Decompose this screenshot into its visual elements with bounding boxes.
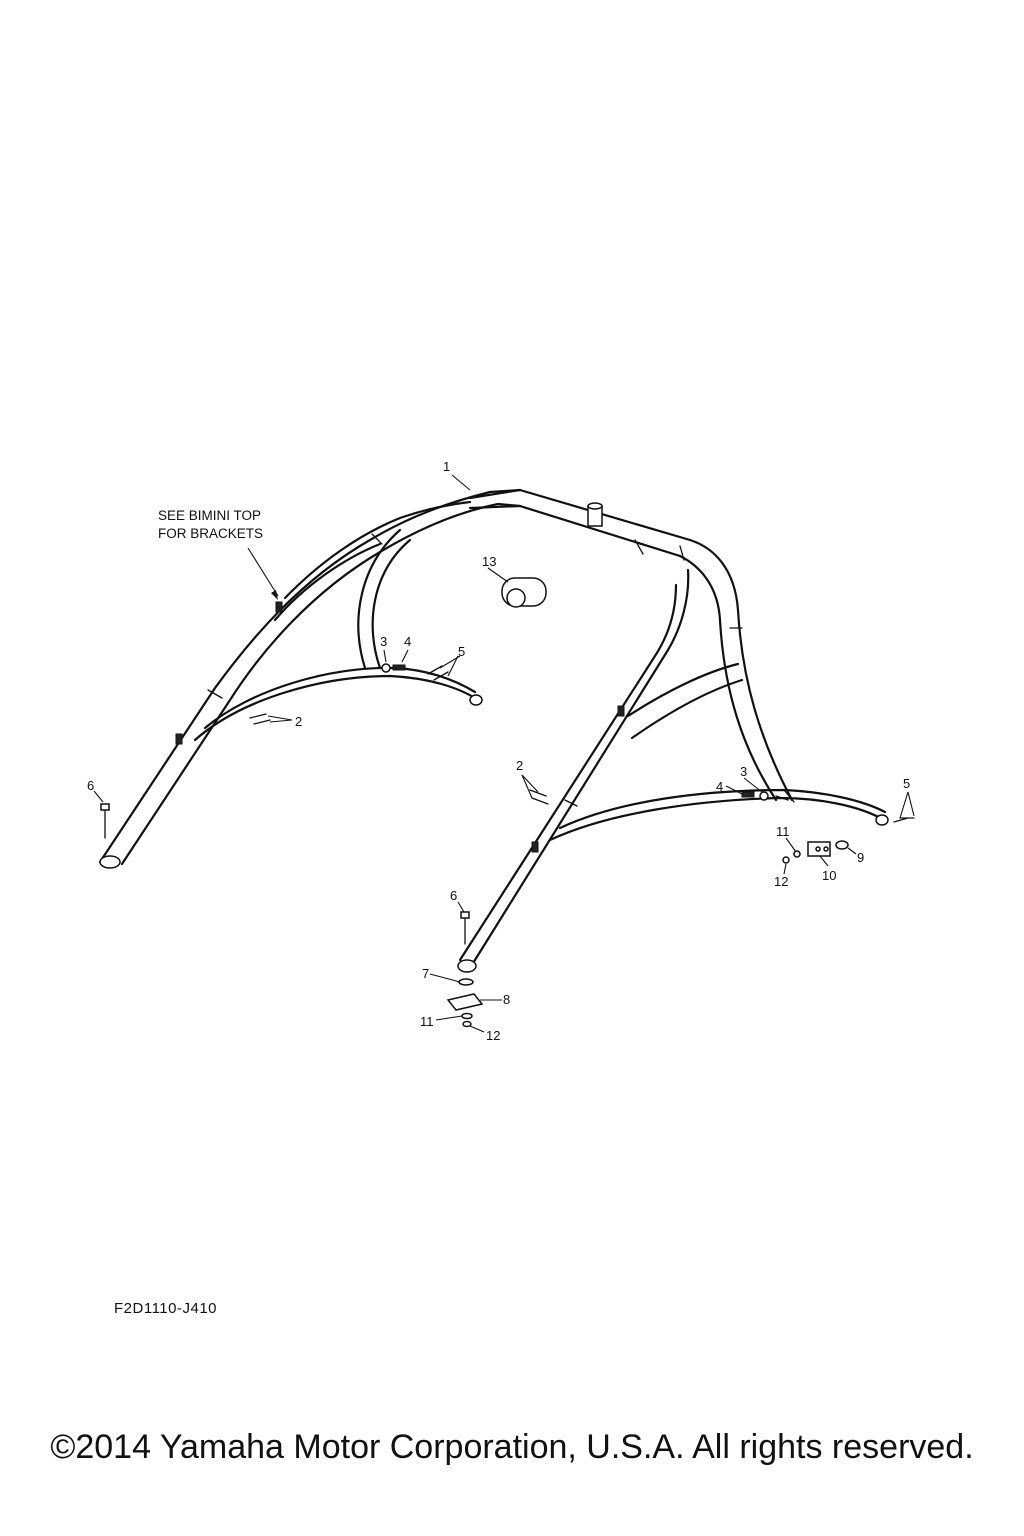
callout-11-center: 11 bbox=[420, 1014, 434, 1029]
copyright-notice: ©2014 Yamaha Motor Corporation, U.S.A. A… bbox=[50, 1428, 974, 1466]
note-line-2: FOR BRACKETS bbox=[158, 526, 263, 541]
callout-labels: 1 13 3 4 5 2 6 2 3 4 5 11 9 10 12 6 7 8 … bbox=[87, 459, 910, 1043]
callout-13: 13 bbox=[482, 554, 496, 569]
callout-6-left: 6 bbox=[87, 778, 94, 793]
callout-6-center: 6 bbox=[450, 888, 457, 903]
callout-2-right: 2 bbox=[516, 758, 523, 773]
callout-3-left: 3 bbox=[380, 634, 387, 649]
callout-12-center: 12 bbox=[486, 1028, 500, 1043]
callout-7: 7 bbox=[422, 966, 429, 981]
callout-9: 9 bbox=[857, 850, 864, 865]
callout-5-left: 5 bbox=[458, 644, 465, 659]
hardware-parts bbox=[100, 663, 915, 1028]
note-line-1: SEE BIMINI TOP bbox=[158, 508, 261, 523]
callout-1: 1 bbox=[443, 459, 450, 474]
callout-4-right: 4 bbox=[716, 779, 723, 794]
callout-11-right: 11 bbox=[776, 824, 790, 839]
tower-frame bbox=[98, 488, 889, 973]
callout-10: 10 bbox=[822, 868, 836, 883]
callout-8: 8 bbox=[503, 992, 510, 1007]
callout-5-right: 5 bbox=[903, 776, 910, 791]
bimini-note: SEE BIMINI TOP FOR BRACKETS bbox=[158, 508, 279, 600]
callout-2-left: 2 bbox=[295, 714, 302, 729]
part-13-pad bbox=[501, 577, 547, 608]
callout-3-right: 3 bbox=[740, 764, 747, 779]
callout-leaders bbox=[93, 474, 915, 1033]
diagram-code: F2D1110-J410 bbox=[114, 1300, 218, 1317]
callout-4-left: 4 bbox=[404, 634, 411, 649]
callout-12-right: 12 bbox=[774, 874, 788, 889]
